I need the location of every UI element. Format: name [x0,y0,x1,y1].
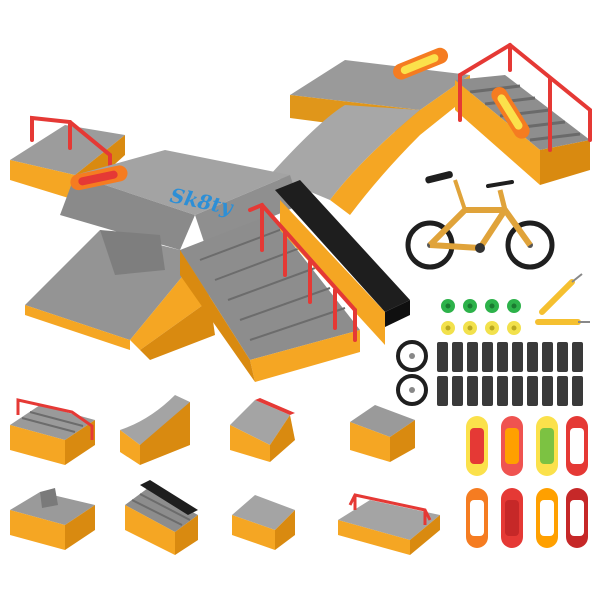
piece-staircase-rail [10,398,95,465]
assembled-skatepark: Sk8ty [10,42,592,382]
fingerboard [466,488,488,548]
park-fingerboard-left [70,165,128,191]
fingerboard [536,488,558,548]
central-deck [60,150,300,250]
piece-stair-ledge [125,480,198,555]
fingerboard [501,416,523,476]
fingerboard [536,416,558,476]
curved-quarter-pipe [270,105,420,215]
right-handrail [458,42,592,152]
front-stair-set [180,180,410,382]
stair-handrail [248,202,357,342]
finger-bmx-bike [405,171,555,270]
park-fingerboard-top [393,47,449,80]
piece-flat-rail [338,493,440,555]
skate-wheel-set [441,299,521,335]
fingerboard [466,416,488,476]
piece-funbox [350,405,415,462]
fingerboard [566,416,588,476]
grind-ledge [275,180,410,312]
park-fingerboard-stairs [491,87,530,139]
fingerboard [566,488,588,548]
screwdriver-tools [535,273,590,325]
piece-quarter-pipe [120,395,190,465]
piece-launch-ramp [232,495,295,550]
bike-spare-wheels [396,340,428,406]
fingerboard [501,488,523,548]
fingerboard-collection [466,416,588,548]
grip-tape-pieces [437,342,583,406]
left-handrail [30,115,112,174]
piece-pyramid-notch [10,488,95,550]
piece-kicker-ramp [230,398,295,462]
